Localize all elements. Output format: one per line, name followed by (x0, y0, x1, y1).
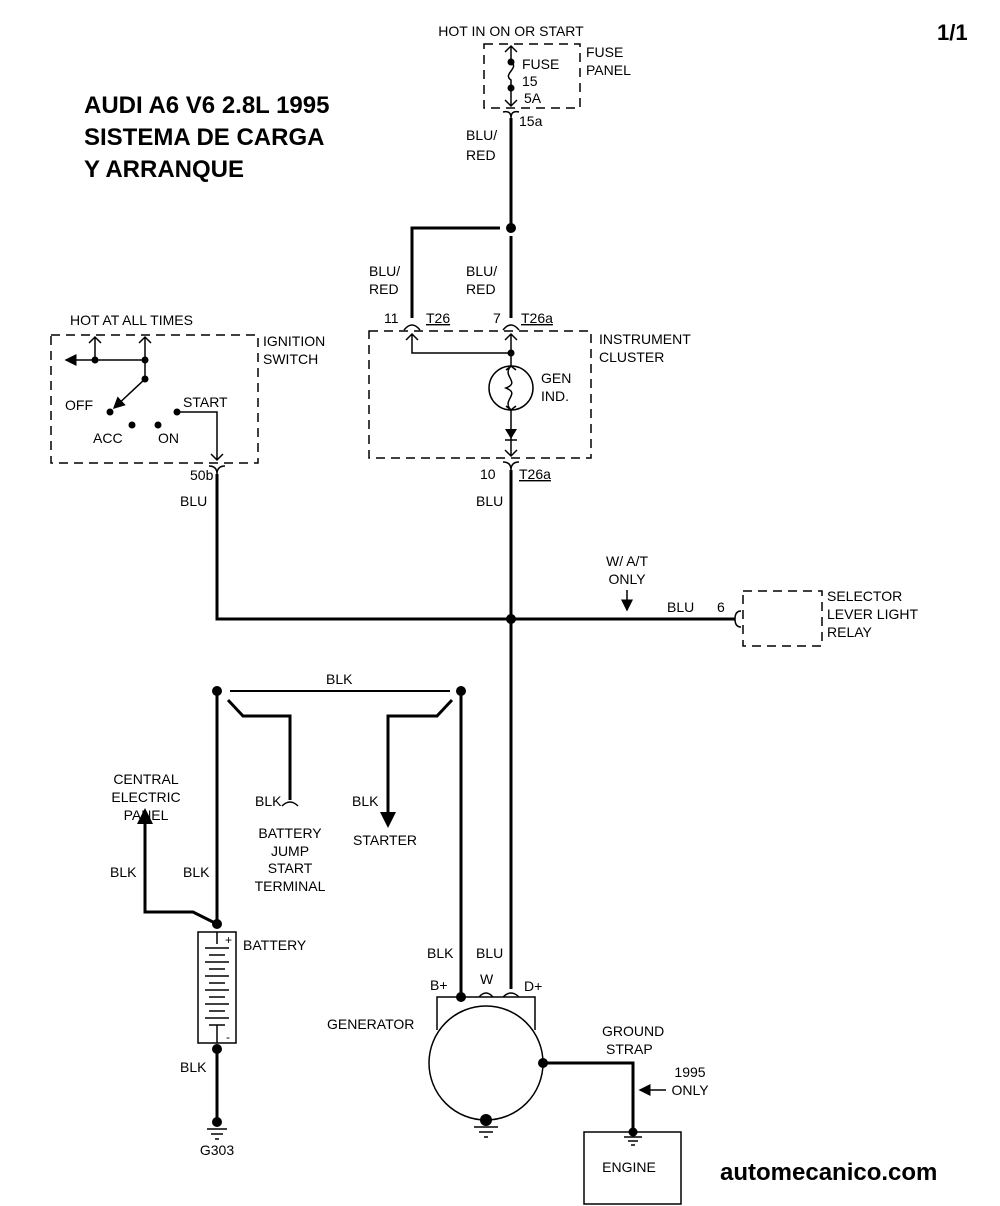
wire-color-label: BLU/ (466, 127, 497, 143)
component-label: JUMP (271, 843, 309, 859)
ignition-switch: HOT AT ALL TIMES OFF ACC ON START IGNITI… (50, 312, 325, 509)
ground-icon (624, 1136, 642, 1146)
terminal-label: 15a (519, 113, 543, 129)
indicator-lamp-icon (488, 365, 534, 411)
wire-color-label: RED (369, 281, 399, 297)
title-line: AUDI A6 V6 2.8L 1995 (84, 92, 329, 119)
instrument-cluster: 11 T26 7 T26a GEN IND. INSTRUMENT CLUSTE… (368, 310, 691, 509)
note-label: ONLY (608, 571, 646, 587)
diode-icon (505, 429, 517, 439)
component-label: START (268, 860, 313, 876)
connector-label: T26 (426, 310, 450, 326)
supply-label: HOT AT ALL TIMES (70, 312, 193, 328)
fuse-icon (507, 61, 515, 88)
fuse-number: 15 (522, 73, 538, 89)
position-label: START (183, 394, 228, 410)
component-label: SWITCH (263, 351, 318, 367)
arrow-down-icon (380, 812, 396, 828)
wire-color-label: BLU (180, 493, 207, 509)
wire-color-label: BLK (352, 793, 379, 809)
component-label: STRAP (606, 1041, 653, 1057)
arrow-up-icon (137, 808, 153, 824)
note-label: W/ A/T (606, 553, 648, 569)
terminal-label: 50b (190, 467, 214, 483)
watermark-brand: automecanico.com (720, 1159, 937, 1186)
connector-label: T26a (521, 310, 553, 326)
polarity-label: + (225, 933, 232, 947)
component-label: FUSE (586, 44, 623, 60)
pin-label: 11 (384, 310, 399, 326)
fuse-label: FUSE (522, 56, 559, 72)
switch-contact (112, 378, 146, 410)
ground-label: G303 (200, 1142, 234, 1158)
component-label: CENTRAL (113, 771, 179, 787)
component-label: GROUND (602, 1023, 664, 1039)
wire-color-label: BLK (180, 1059, 207, 1075)
pin-label: 7 (493, 310, 501, 326)
selector-lever-light-relay: W/ A/T ONLY BLU 6 SELECTOR LEVER LIGHT R… (606, 553, 918, 647)
wire-color-label: RED (466, 147, 496, 163)
component-label: BATTERY (243, 937, 307, 953)
component-label: LEVER LIGHT (827, 606, 918, 622)
title-line: SISTEMA DE CARGA (84, 124, 324, 151)
component-label: ELECTRIC (111, 789, 180, 805)
pin-label: 10 (480, 466, 496, 482)
wire-color-label: RED (466, 281, 496, 297)
connector-label: T26a (519, 466, 551, 482)
component-label: ENGINE (602, 1159, 656, 1175)
wire (410, 226, 500, 318)
position-label: OFF (65, 397, 93, 413)
wire-color-label: BLK (110, 864, 137, 880)
battery-circuit: BLK BLK BATTERY JUMP START TERMINAL BLK … (110, 671, 466, 1158)
fuse-rating: 5A (524, 90, 542, 106)
position-label: ACC (93, 430, 123, 446)
component-label: TERMINAL (255, 878, 326, 894)
wire-color-label: BLK (326, 671, 353, 687)
component-label: BATTERY (258, 825, 322, 841)
wire-color-label: BLU (476, 493, 503, 509)
splice (506, 223, 516, 233)
wire-color-label: BLK (183, 864, 210, 880)
generator: BLK BLU B+ W D+ GENERATOR GROUND STRAP 1… (327, 691, 709, 1205)
component-label: INSTRUMENT (599, 331, 691, 347)
page-number: 1/1 (937, 20, 968, 45)
note-label: ONLY (671, 1082, 709, 1098)
component-label: CLUSTER (599, 349, 664, 365)
lamp-label: IND. (541, 388, 569, 404)
connector-icon (502, 110, 520, 119)
wire-color-label: BLU (476, 945, 503, 961)
terminal-label: B+ (430, 977, 448, 993)
component-label: RELAY (827, 624, 873, 640)
title-line: Y ARRANQUE (84, 156, 244, 183)
position-label: ON (158, 430, 179, 446)
terminal-label: W (480, 971, 494, 987)
diagram-title: AUDI A6 V6 2.8L 1995 SISTEMA DE CARGA Y … (84, 92, 329, 183)
terminal-label: D+ (524, 978, 542, 994)
wire-color-label: BLU/ (369, 263, 400, 279)
component-label: STARTER (353, 832, 417, 848)
wire (215, 474, 735, 621)
battery-icon (197, 931, 237, 1044)
wire-color-label: BLK (255, 793, 282, 809)
component-label: IGNITION (263, 333, 325, 349)
wire-color-label: BLU (667, 599, 694, 615)
ground-icon (474, 1126, 498, 1138)
generator-icon (428, 1005, 544, 1121)
supply-label: HOT IN ON OR START (438, 23, 584, 39)
component-label: PANEL (586, 62, 631, 78)
pin-label: 6 (717, 599, 725, 615)
wire-color-label: BLK (427, 945, 454, 961)
ground-icon (207, 1117, 227, 1140)
wire-color-label: BLU/ (466, 263, 497, 279)
note-label: 1995 (674, 1064, 705, 1080)
splice (506, 614, 516, 624)
polarity-label: - (226, 1030, 230, 1044)
component-label: GENERATOR (327, 1016, 414, 1032)
component-label: SELECTOR (827, 588, 902, 604)
fuse-panel: HOT IN ON OR START FUSE 15 5A FUSE PANEL… (438, 23, 631, 163)
lamp-label: GEN (541, 370, 571, 386)
component-label: PANEL (124, 807, 169, 823)
